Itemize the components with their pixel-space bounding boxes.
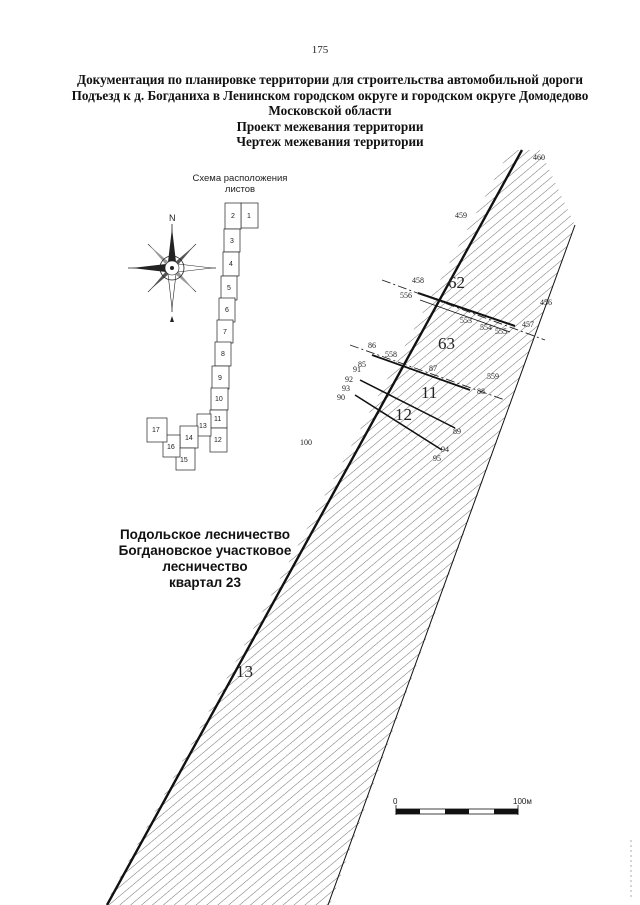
point-89: 89 bbox=[453, 427, 461, 436]
sheet-label-10: 10 bbox=[215, 396, 223, 403]
schema-title: Схема расположения листов bbox=[180, 173, 300, 195]
parcel-11: 11 bbox=[421, 383, 437, 402]
point-459: 459 bbox=[455, 211, 467, 220]
sheet-label-11: 11 bbox=[214, 416, 221, 423]
sheet-label-9: 9 bbox=[218, 375, 222, 382]
title-line-3: Московской области bbox=[268, 103, 392, 118]
sheet-schema bbox=[146, 202, 259, 471]
point-91: 91 bbox=[353, 365, 361, 374]
point-85: 85 bbox=[358, 360, 366, 369]
sheet-label-17: 17 bbox=[152, 427, 160, 434]
sheet-label-2: 2 bbox=[231, 213, 235, 220]
title-line-1: Документация по планировке территории дл… bbox=[77, 72, 583, 87]
scale-end: 100м bbox=[513, 797, 532, 806]
parcel-12: 12 bbox=[395, 405, 412, 424]
road-corridor bbox=[105, 149, 576, 905]
forest-label-line-1: Подольское лесничество bbox=[119, 527, 291, 542]
parcel-labels: 62 63 11 12 13 bbox=[236, 273, 465, 681]
point-460: 460 bbox=[533, 153, 545, 162]
sheet-label-14: 14 bbox=[185, 435, 193, 442]
point-87: 87 bbox=[429, 364, 437, 373]
parcel-boundaries bbox=[354, 292, 516, 451]
point-456: 456 bbox=[540, 298, 552, 307]
point-558: 558 bbox=[385, 350, 397, 359]
sheet-label-6: 6 bbox=[225, 307, 229, 314]
sheet-label-3: 3 bbox=[230, 238, 234, 245]
parcel-13: 13 bbox=[236, 662, 253, 681]
sheet-label-5: 5 bbox=[227, 285, 231, 292]
sheet-13 bbox=[196, 413, 212, 437]
title-line-5: Чертеж межевания территории bbox=[236, 134, 424, 149]
sheet-label-12: 12 bbox=[214, 437, 222, 444]
point-553: 553 bbox=[460, 316, 472, 325]
sheet-label-1: 1 bbox=[247, 213, 251, 220]
scale-start: 0 bbox=[393, 797, 398, 806]
forest-label-line-3: лесничество bbox=[162, 559, 248, 574]
forest-label-line-4: квартал 23 bbox=[169, 575, 241, 590]
parcel-62: 62 bbox=[448, 273, 465, 292]
point-95: 95 bbox=[433, 454, 441, 463]
corridor-boundary-right bbox=[327, 224, 576, 905]
compass-rose: N bbox=[128, 213, 216, 322]
point-555: 555 bbox=[495, 327, 507, 336]
title-line-4: Проект межевания территории bbox=[236, 118, 424, 134]
title-line-2: Подъезд к д. Богданиха в Ленинском город… bbox=[71, 87, 589, 103]
point-88: 88 bbox=[477, 387, 485, 396]
point-93: 93 bbox=[342, 384, 350, 393]
compass-north-label: N bbox=[169, 213, 176, 223]
sheet-label-4: 4 bbox=[229, 261, 233, 268]
parcel-63: 63 bbox=[438, 334, 455, 353]
forest-label-line-2: Богдановское участковое bbox=[118, 543, 292, 558]
sheet-label-16: 16 bbox=[167, 444, 175, 451]
point-458: 458 bbox=[412, 276, 424, 285]
scale-bar: 0 100м bbox=[393, 797, 532, 815]
point-94: 94 bbox=[441, 445, 449, 454]
sheet-12 bbox=[209, 427, 228, 453]
sheet-17 bbox=[146, 417, 168, 443]
sheet-label-8: 8 bbox=[221, 351, 225, 358]
dashdot-lines bbox=[349, 279, 546, 401]
sheet-schema-labels: 1 2 3 4 5 6 7 8 9 10 11 12 13 14 15 16 1… bbox=[152, 213, 251, 464]
point-100: 100 bbox=[300, 438, 312, 447]
point-92: 92 bbox=[345, 375, 353, 384]
document-title: Документация по планировке территории дл… bbox=[60, 72, 600, 150]
sheet-label-15: 15 bbox=[180, 457, 188, 464]
sheet-label-13: 13 bbox=[199, 423, 207, 430]
schema-title-line-2: листов bbox=[224, 184, 256, 195]
sheet-label-7: 7 bbox=[223, 329, 227, 336]
point-457: 457 bbox=[522, 320, 534, 329]
point-559: 559 bbox=[487, 372, 499, 381]
schema-title-line-1: Схема расположения bbox=[192, 173, 288, 184]
page-number: 175 bbox=[311, 44, 329, 56]
sheet-15 bbox=[175, 447, 196, 471]
point-554: 554 bbox=[480, 323, 492, 332]
point-labels: 460 459 458 556 456 457 553 554 555 86 5… bbox=[300, 153, 552, 463]
point-86: 86 bbox=[368, 341, 376, 350]
point-556: 556 bbox=[400, 291, 412, 300]
point-90: 90 bbox=[337, 393, 345, 402]
forest-label: Подольское лесничество Богдановское учас… bbox=[100, 527, 310, 591]
corridor-boundary-left bbox=[105, 149, 524, 905]
